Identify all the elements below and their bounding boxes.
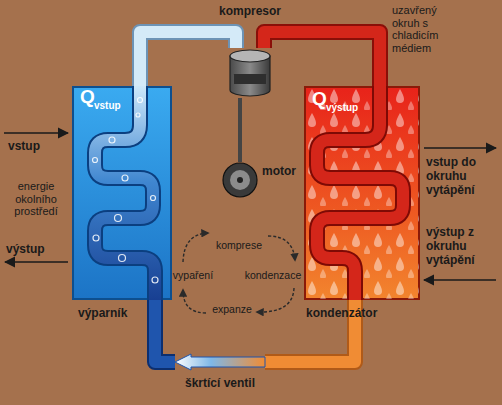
pipe-wall xyxy=(264,32,380,86)
heat-symbol: Q xyxy=(312,88,327,110)
node-label: výparník xyxy=(78,306,174,320)
cycle-step: vypaření xyxy=(168,269,218,281)
throttle-valve: škrtící ventil xyxy=(175,354,265,370)
cycle-step: kondenzace xyxy=(244,269,302,281)
flow-label: vstup do okruhu vytápění xyxy=(426,156,498,197)
evaporator-box: výparník xyxy=(72,86,172,300)
pipe-wall xyxy=(155,300,175,362)
pipe-wall xyxy=(140,32,236,86)
motor-symbol xyxy=(222,162,258,198)
heat-subscript: výstup xyxy=(326,102,358,114)
bubbles xyxy=(93,98,159,284)
pipe-core xyxy=(264,32,380,86)
node-label: kondenzátor xyxy=(306,306,418,320)
pipe-core xyxy=(238,98,242,162)
node-label: škrtící ventil xyxy=(175,376,265,390)
condenser-box: kondenzátor xyxy=(304,86,420,300)
flow-label: výstup z okruhu vytápění xyxy=(426,226,498,267)
condenser-coil xyxy=(317,86,403,300)
valve-symbol xyxy=(175,354,265,370)
flow-arrow xyxy=(5,261,68,263)
flow-arrow xyxy=(424,279,496,281)
cyl-symbol xyxy=(222,48,278,98)
compressor: kompresor xyxy=(222,48,278,98)
flow-label: vstup xyxy=(8,140,40,154)
evaporator-coil xyxy=(95,86,155,300)
node-label: kompresor xyxy=(222,4,278,18)
flow-arrow xyxy=(4,132,68,134)
pipe-core xyxy=(155,300,175,362)
suction-pipe xyxy=(140,32,236,86)
expansion-pipe xyxy=(155,300,175,362)
flow-label: výstup xyxy=(6,243,45,257)
source-label: energie okolního prostředí xyxy=(2,180,70,218)
pipe-core xyxy=(140,32,236,86)
motor: motor xyxy=(222,162,258,198)
heat-symbol: Q xyxy=(80,86,95,108)
crank-rod xyxy=(240,98,241,162)
cycle-step: komprese xyxy=(210,239,268,251)
circuit-note: uzavřený okruh s chladicím médiem xyxy=(392,4,456,55)
pressure-pipe xyxy=(264,32,380,86)
condensate-drops xyxy=(305,87,419,299)
cycle-step: expanze xyxy=(206,303,258,315)
heat-subscript: vstup xyxy=(94,100,121,112)
node-label: motor xyxy=(262,164,298,178)
flow-arrow xyxy=(424,147,496,149)
